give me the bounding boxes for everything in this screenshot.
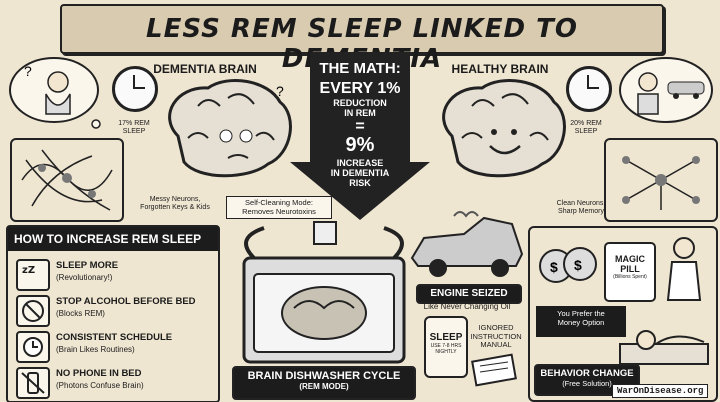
math-reduction: REDUCTION IN REM (333, 98, 387, 118)
sleep-bottle-icon: SLEEP USE 7-8 HRS NIGHTLY (424, 316, 468, 378)
healthy-brain-heading: HEALTHY BRAIN (451, 62, 549, 76)
no-phone-icon (16, 367, 50, 399)
dishwasher-caption: BRAIN DISHWASHER CYCLE (REM MODE) (232, 366, 416, 400)
no-alcohol-icon (16, 295, 50, 327)
svg-text:$: $ (574, 257, 582, 273)
money-option-arrow: You Prefer the Money Option (536, 306, 626, 337)
clean-neurons-label: Clean Neurons, Sharp Memory (556, 200, 606, 216)
messy-neurons-label: Messy Neurons, Forgotten Keys & Kids (140, 196, 210, 212)
left-rem-label: 17% REM SLEEP (118, 120, 150, 136)
how-to-heading: HOW TO INCREASE REM SLEEP (8, 227, 218, 251)
self-cleaning-note: Self-Cleaning Mode: Removes Neurotoxins (226, 196, 332, 220)
engine-seized-sub: Like Never Changing Oil (423, 302, 511, 311)
math-every: EVERY 1% (319, 80, 401, 97)
svg-text:?: ? (276, 83, 284, 99)
magic-pill-panel: $ $ MAGIC PILL (Billions Spent) You Pref… (528, 226, 718, 402)
math-increase: INCREASE IN DEMENTIA RISK (330, 158, 390, 188)
svg-text:?: ? (24, 63, 32, 79)
tip-sleep-more: zZ SLEEP MORE (Revolutionary!) (16, 257, 216, 291)
clock-icon (566, 66, 612, 112)
scientist-icon (666, 237, 702, 301)
svg-text:$: $ (550, 259, 558, 275)
tip-consistent-schedule: CONSISTENT SCHEDULE (Brain Likes Routine… (16, 329, 216, 363)
engine-seized-caption: ENGINE SEIZED (416, 284, 522, 304)
math-equals: = (355, 118, 365, 135)
math-title: THE MATH: (319, 60, 401, 77)
ignored-manual-label: IGNORED INSTRUCTION MANUAL (470, 323, 522, 350)
magic-pill-bottle: MAGIC PILL (Billions Spent) (604, 242, 656, 302)
math-arrow-shape (290, 52, 430, 220)
dementia-brain-icon: ? (168, 79, 292, 178)
math-percent: 9% (345, 134, 375, 156)
tip-no-phone: NO PHONE IN BED (Photons Confuse Brain) (16, 365, 216, 399)
right-rem-label: 20% REM SLEEP (570, 120, 602, 136)
title-banner: LESS REM SLEEP LINKED TO DEMENTIA (60, 4, 664, 74)
broken-car-icon (410, 211, 524, 277)
manual-book-icon (471, 353, 517, 387)
money-bags-icon: $ $ (539, 247, 597, 283)
dementia-brain-heading: DEMENTIA BRAIN (153, 62, 257, 76)
dishwasher-icon (242, 221, 406, 364)
sleep-icon: zZ (16, 259, 50, 291)
watermark: WarOnDisease.org (612, 384, 709, 398)
confused-man-bubble: ? (9, 57, 101, 129)
how-to-panel: HOW TO INCREASE REM SLEEP zZ SLEEP MORE … (6, 225, 220, 402)
tangled-neurons-icon (21, 149, 113, 211)
messy-neurons-panel (10, 138, 124, 222)
clock-calendar-icon (16, 331, 50, 363)
sleeping-man-icon (619, 330, 709, 365)
happy-driver-bubble (619, 57, 713, 123)
clean-neurons-panel (604, 138, 718, 222)
healthy-brain-icon (442, 79, 566, 178)
tip-stop-alcohol: STOP ALCOHOL BEFORE BED (Blocks REM) (16, 293, 216, 327)
clock-icon (112, 66, 158, 112)
clean-neurons-icon (622, 156, 700, 210)
